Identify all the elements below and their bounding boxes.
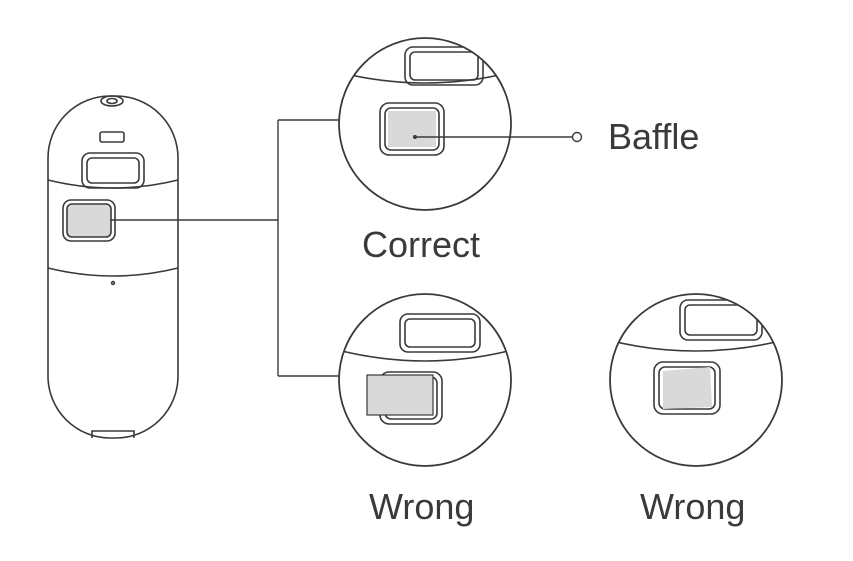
top-button [100,95,124,107]
detail-circle-wrong-1 [338,293,512,467]
detail-circle-wrong-2 [609,293,783,467]
bottom-notch [91,430,135,438]
baffle-wrong-1 [366,374,434,416]
lower-band [47,267,179,277]
baffle-window-correct [379,102,445,156]
wrong-label-1: Wrong [369,486,475,527]
baffle-correct [388,111,436,147]
connector-lines [110,119,340,377]
upper-band [47,179,179,189]
detail-wrong-protruding [338,293,512,467]
detail-wrong-tilted [609,293,783,467]
baffle-wrong-2 [663,367,712,409]
baffle-pointer-end [571,131,583,143]
device-body [47,95,179,439]
device-illustration [47,95,179,439]
detail-circle-correct [338,37,512,211]
baffle-window-wrong-2 [653,361,721,415]
detail-correct [338,37,583,211]
baffle-label: Baffle [608,116,700,157]
top-slot [99,131,125,143]
correct-label: Correct [362,224,481,265]
wrong-label-2: Wrong [640,486,746,527]
